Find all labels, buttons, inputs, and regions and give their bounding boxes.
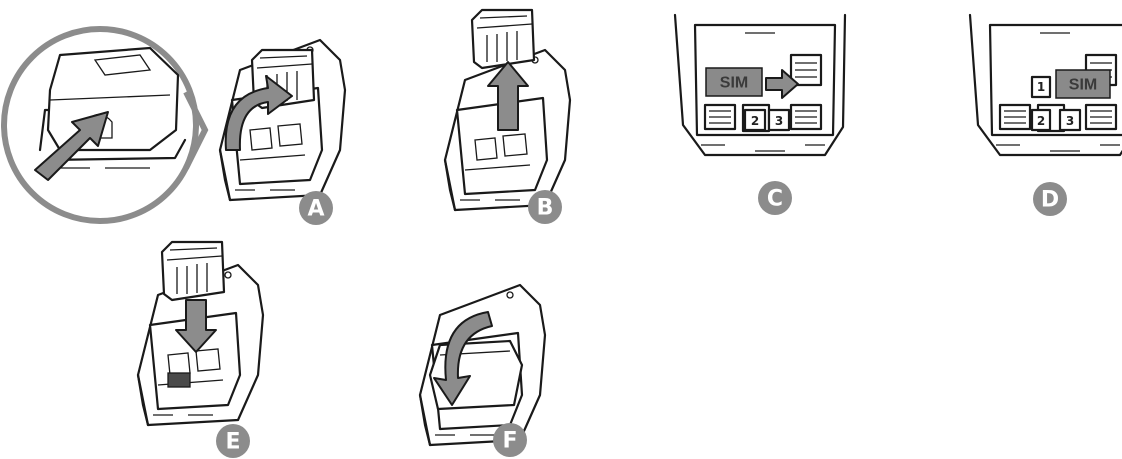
step-a: A	[4, 29, 345, 225]
sim-label-d: SIM	[1069, 77, 1097, 94]
step-f-label: F	[502, 429, 517, 454]
step-e-label: E	[225, 430, 240, 455]
push-arrow	[35, 112, 108, 180]
sim-label-c: SIM	[720, 75, 748, 92]
step-d: 1 2 3 SIM D	[970, 15, 1122, 216]
slot-number-3-c: 3	[775, 114, 783, 128]
step-c-label: C	[767, 187, 783, 212]
step-c: 2 3 SIM C	[675, 15, 845, 215]
battery-lifted	[472, 10, 534, 68]
step-f: F	[420, 285, 545, 457]
battery-lowering	[162, 242, 224, 300]
slot-number-1-d: 1	[1037, 80, 1045, 94]
step-b-label: B	[537, 196, 554, 221]
slot-number-2-c: 2	[751, 114, 759, 128]
slot-number-2-d: 2	[1037, 114, 1045, 128]
slot-number-3-d: 3	[1066, 114, 1074, 128]
step-b: B	[445, 10, 570, 224]
step-d-label: D	[1041, 188, 1059, 213]
terminal-f	[420, 285, 545, 445]
step-e: E	[138, 242, 263, 458]
step-a-label: A	[307, 197, 324, 222]
